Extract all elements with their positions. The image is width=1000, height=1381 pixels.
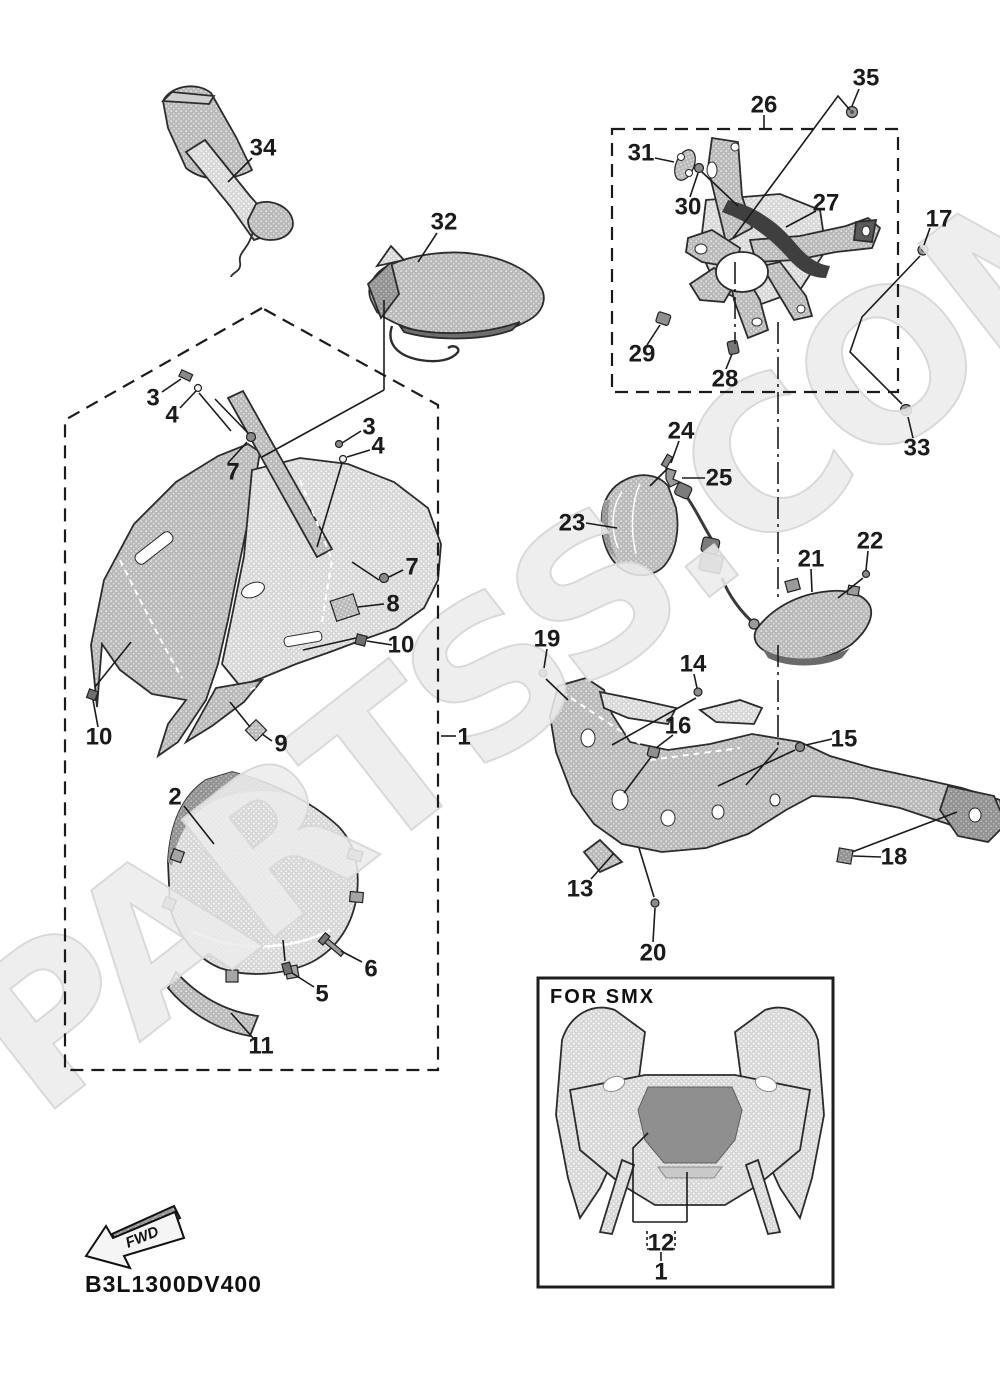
callout-1: 1 [457, 724, 470, 751]
trim-strip-part [166, 970, 260, 1038]
callout-15: 15 [831, 726, 858, 753]
callout-20: 20 [640, 940, 667, 967]
callout-6: 6 [364, 956, 377, 983]
leader-lines [92, 88, 958, 1261]
position-light-part [674, 481, 873, 666]
mirror-left-part [160, 85, 294, 278]
callout-22: 22 [857, 528, 884, 555]
windshield-part [161, 771, 365, 983]
callout-10: 10 [388, 632, 415, 659]
callout-16: 16 [665, 713, 692, 740]
smx-inset-title: FOR SMX [550, 986, 655, 1008]
callout-11: 11 [248, 1033, 273, 1060]
callout-13: 13 [567, 876, 594, 903]
callout-12: 12 [648, 1230, 675, 1257]
callout-29: 29 [629, 341, 656, 368]
callout-34: 34 [250, 135, 277, 162]
callout-32: 32 [431, 209, 458, 236]
callout-5: 5 [315, 981, 328, 1008]
mirror-right-part [366, 244, 545, 363]
callout-17: 17 [926, 206, 953, 233]
callout-9: 9 [274, 731, 287, 758]
callout-10: 10 [86, 724, 113, 751]
callout-8: 8 [386, 591, 399, 618]
stay-assembly-box [610, 127, 900, 394]
callout-24: 24 [668, 418, 695, 445]
callout-30: 30 [675, 194, 702, 221]
callout-3: 3 [362, 414, 375, 441]
upper-cowl-part [90, 389, 442, 759]
callout-18: 18 [881, 844, 908, 871]
callout-25: 25 [706, 465, 733, 492]
front-bracket-part [549, 677, 1000, 874]
part-number-code: B3L1300DV400 [85, 1271, 262, 1297]
callout-35: 35 [853, 65, 880, 92]
parts-layer: FWD [84, 85, 1000, 1270]
cowl-fasteners [85, 368, 871, 976]
fwd-arrow-icon: FWD [84, 1204, 186, 1270]
smx-inset-box [536, 976, 835, 1289]
callout-27: 27 [813, 190, 840, 217]
callout-3: 3 [146, 385, 159, 412]
assembly-boxes [63, 127, 900, 1289]
axis-lines [734, 262, 779, 786]
callout-7: 7 [405, 554, 418, 581]
stay-fasteners [655, 105, 929, 417]
callout-1: 1 [654, 1259, 667, 1286]
callout-23: 23 [559, 510, 586, 537]
callout-21: 21 [798, 546, 825, 573]
headlight-unit-part [600, 453, 682, 577]
callout-4: 4 [371, 433, 385, 460]
smx-cowl-part [555, 1006, 825, 1236]
callout-2: 2 [168, 784, 181, 811]
callout-26: 26 [751, 92, 778, 119]
callout-33: 33 [904, 435, 931, 462]
callout-7: 7 [226, 459, 239, 486]
callout-31: 31 [628, 140, 655, 167]
callout-19: 19 [534, 626, 561, 653]
callout-4: 4 [165, 402, 179, 429]
callout-28: 28 [712, 366, 739, 393]
callout-14: 14 [680, 651, 707, 678]
